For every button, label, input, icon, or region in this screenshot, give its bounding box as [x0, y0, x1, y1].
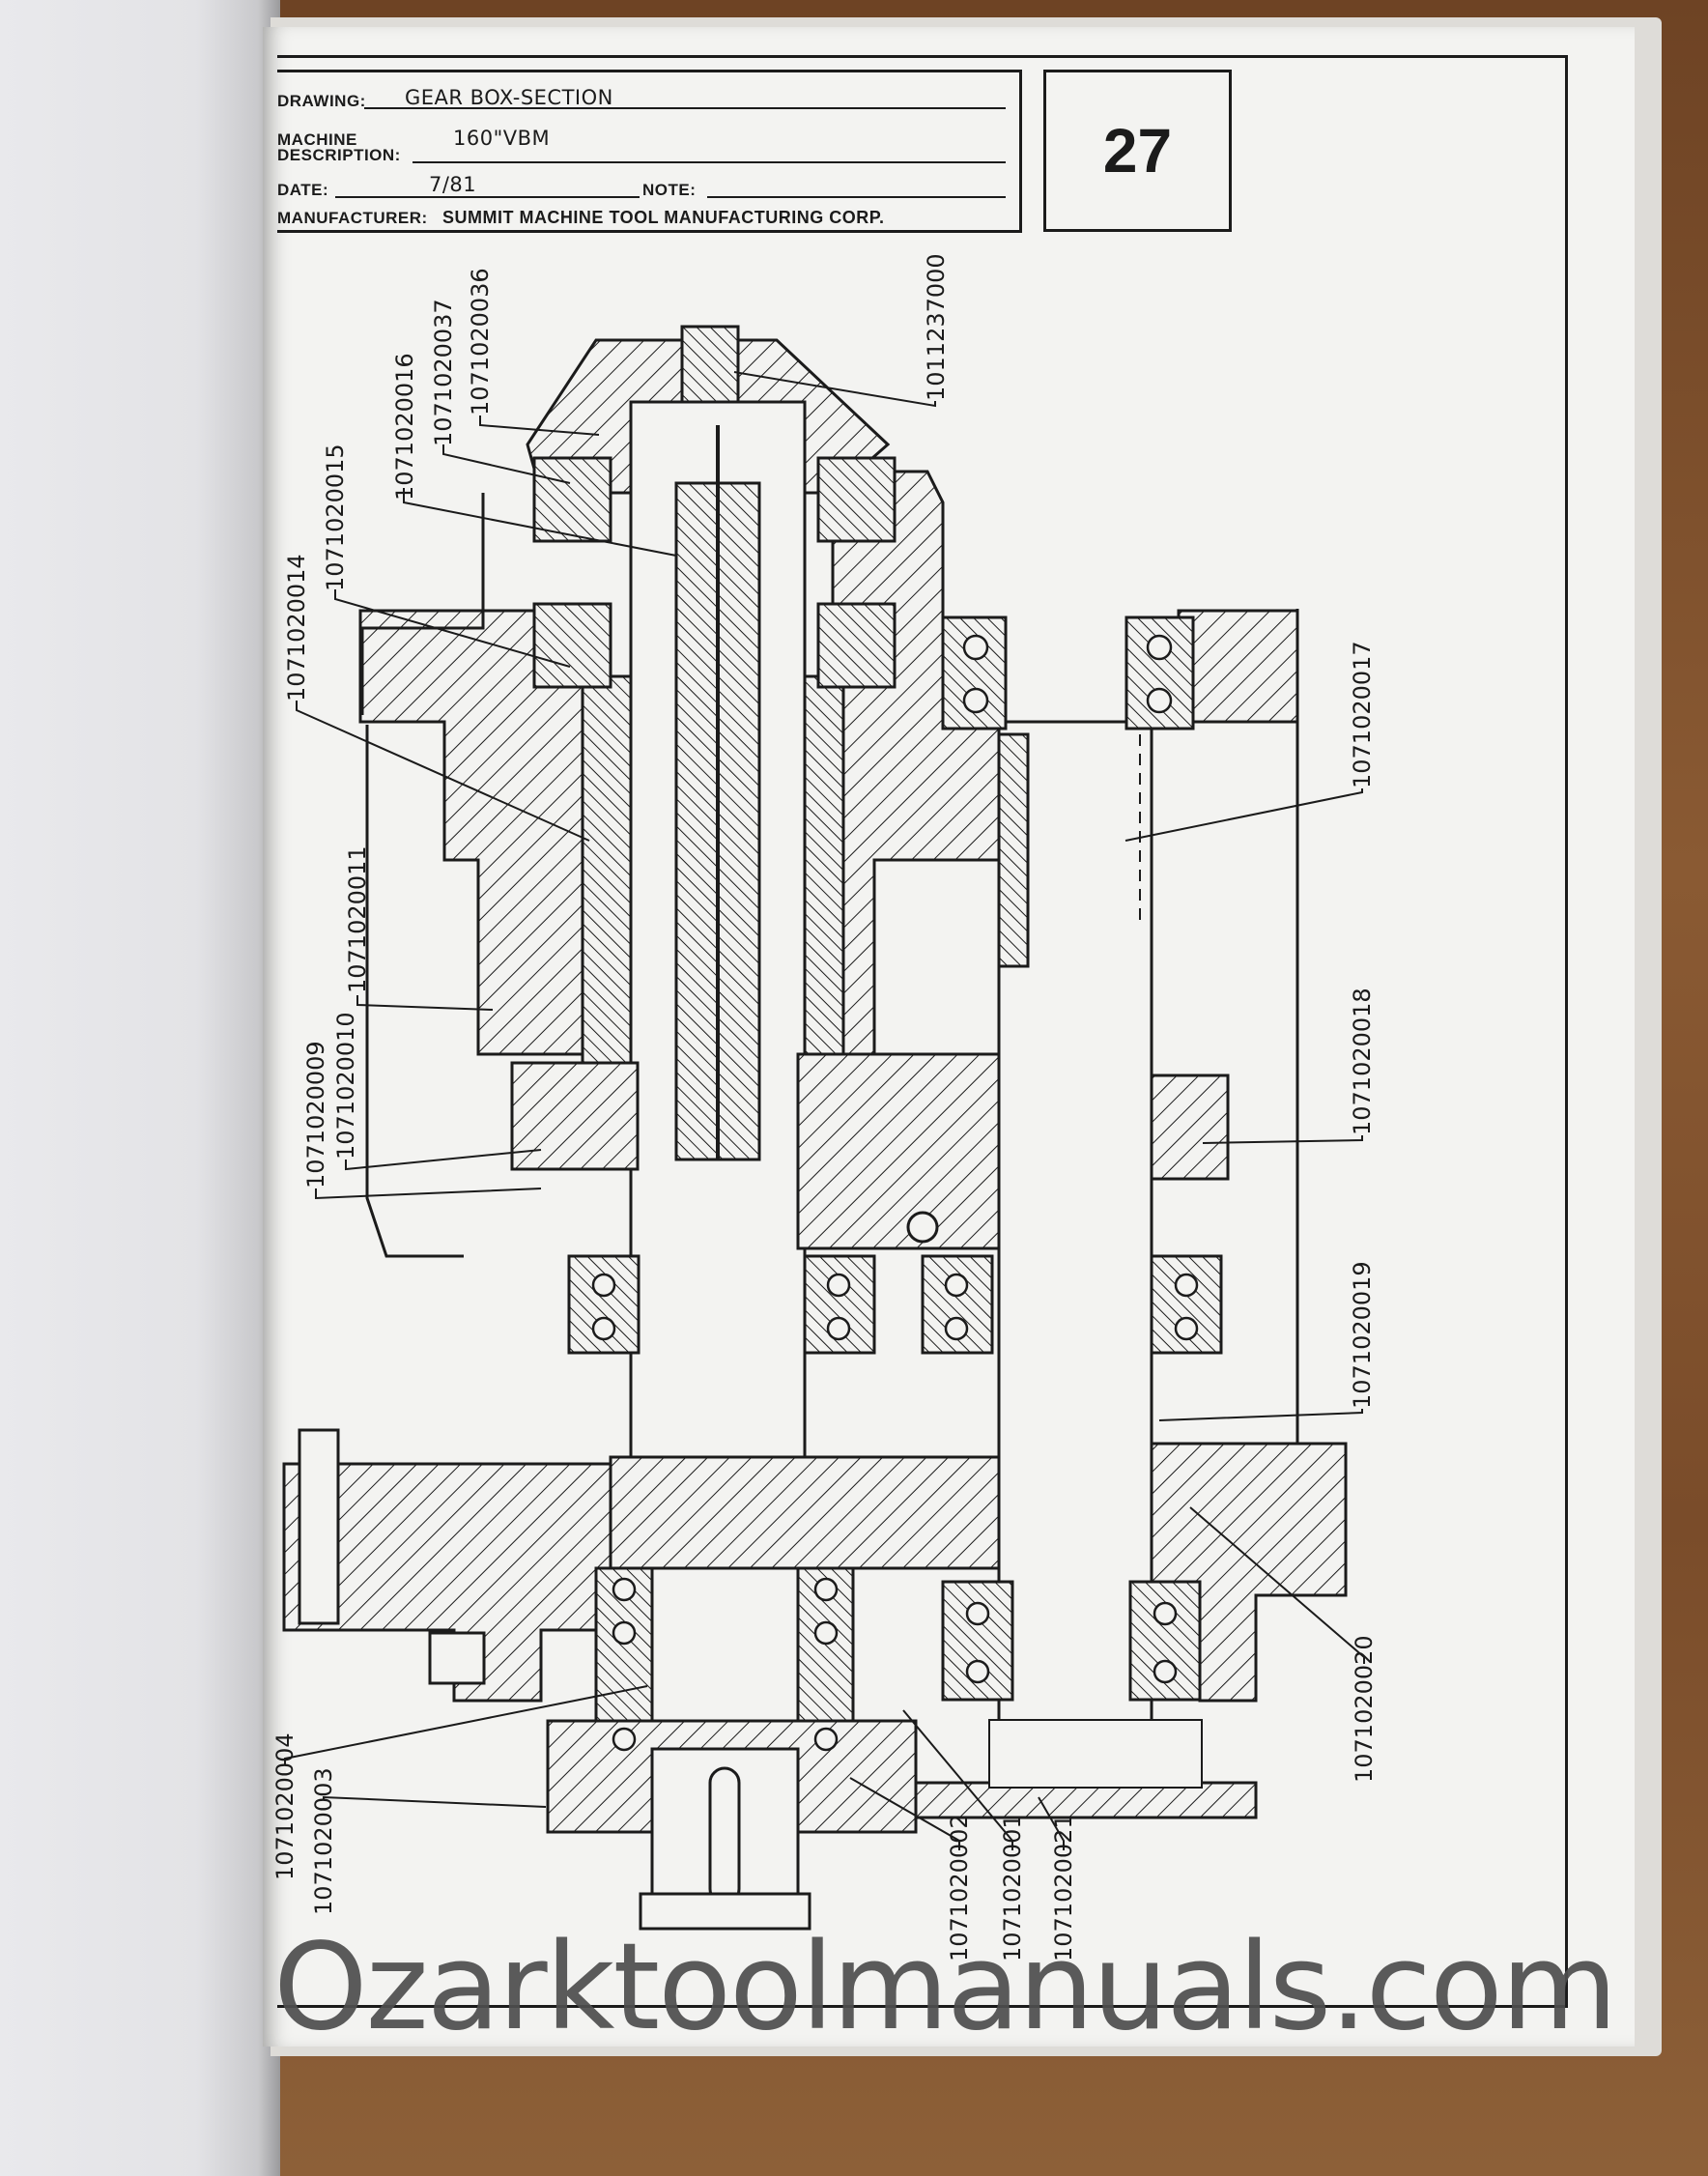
previous-page — [0, 0, 280, 2176]
drawing-label: DRAWING: — [277, 92, 366, 110]
right-housing-top — [831, 470, 1001, 1056]
underline — [707, 196, 1006, 198]
date-value: 7/81 — [429, 173, 477, 196]
part-label: 1071020021 — [1050, 1814, 1077, 1961]
page-number-box: 27 — [1043, 70, 1232, 232]
middle-gear-block — [796, 1052, 1001, 1250]
bolt-head — [428, 1631, 486, 1685]
tapered-bearing — [532, 456, 612, 543]
machine-label-2: DESCRIPTION: — [277, 146, 401, 164]
gear — [1150, 1074, 1230, 1181]
part-label: 1071020014 — [283, 554, 310, 701]
part-label: 1071020010 — [332, 1012, 359, 1160]
part-label: 1071020020 — [1351, 1635, 1378, 1783]
part-label: 1071020037 — [430, 299, 457, 446]
tapered-bearing — [816, 602, 897, 689]
machine-value: 160"VBM — [453, 127, 551, 150]
part-label: 1071020002 — [946, 1814, 973, 1961]
machine-row: MACHINE DESCRIPTION: 160"VBM — [277, 127, 1006, 164]
gear — [510, 1061, 640, 1171]
part-label: 1071020017 — [1349, 641, 1376, 788]
underline — [413, 161, 1006, 163]
date-label: DATE: — [277, 181, 329, 199]
machine-label-1: MACHINE — [277, 130, 357, 149]
lower-left-arm — [282, 1462, 612, 1703]
date-row: DATE: 7/81 NOTE: — [277, 173, 1006, 200]
underline — [364, 107, 1006, 109]
drawing-value: GEAR BOX-SECTION — [405, 86, 613, 109]
oil-plug — [906, 1211, 939, 1244]
tapered-bearing — [532, 602, 612, 689]
watermark: Ozarktoolmanuals.com — [273, 1918, 1618, 2057]
page-number: 27 — [1102, 116, 1173, 186]
part-label: 1071020015 — [322, 444, 349, 591]
part-label: 1071020018 — [1349, 988, 1376, 1135]
drawing-row: DRAWING: GEAR BOX-SECTION — [277, 86, 1006, 111]
shaft-keyway — [708, 1766, 741, 1905]
underline — [335, 196, 640, 198]
part-label: 1071020011 — [344, 845, 371, 993]
manufacturer-row: MANUFACTURER: SUMMIT MACHINE TOOL MANUFA… — [277, 208, 1006, 228]
part-label: 1071020016 — [391, 353, 418, 501]
part-label: 1071020003 — [310, 1767, 337, 1915]
manufacturer-value: SUMMIT MACHINE TOOL MANUFACTURING CORP. — [441, 208, 885, 227]
manufacturer-label: MANUFACTURER: — [277, 209, 428, 227]
part-label: 1071020036 — [467, 268, 494, 415]
part-label: 1071020009 — [302, 1041, 329, 1188]
part-label: 1071020001 — [999, 1814, 1026, 1961]
bearing-balls — [591, 634, 1199, 1752]
lower-gear — [609, 1455, 1001, 1570]
locating-pin — [298, 1428, 340, 1625]
tapered-bearing — [816, 456, 897, 543]
part-label: 1011237000 — [923, 253, 950, 401]
drawing-border — [277, 55, 1568, 2008]
note-label: NOTE: — [642, 181, 697, 199]
leader-lines — [284, 371, 1365, 1850]
part-labels: 1011237000 1071020036 1071020037 1071020… — [271, 253, 1378, 1961]
title-block: DRAWING: GEAR BOX-SECTION MACHINE DESCRI… — [277, 70, 1022, 233]
part-label: 1071020004 — [271, 1732, 299, 1880]
part-label: 1071020019 — [1349, 1261, 1376, 1409]
